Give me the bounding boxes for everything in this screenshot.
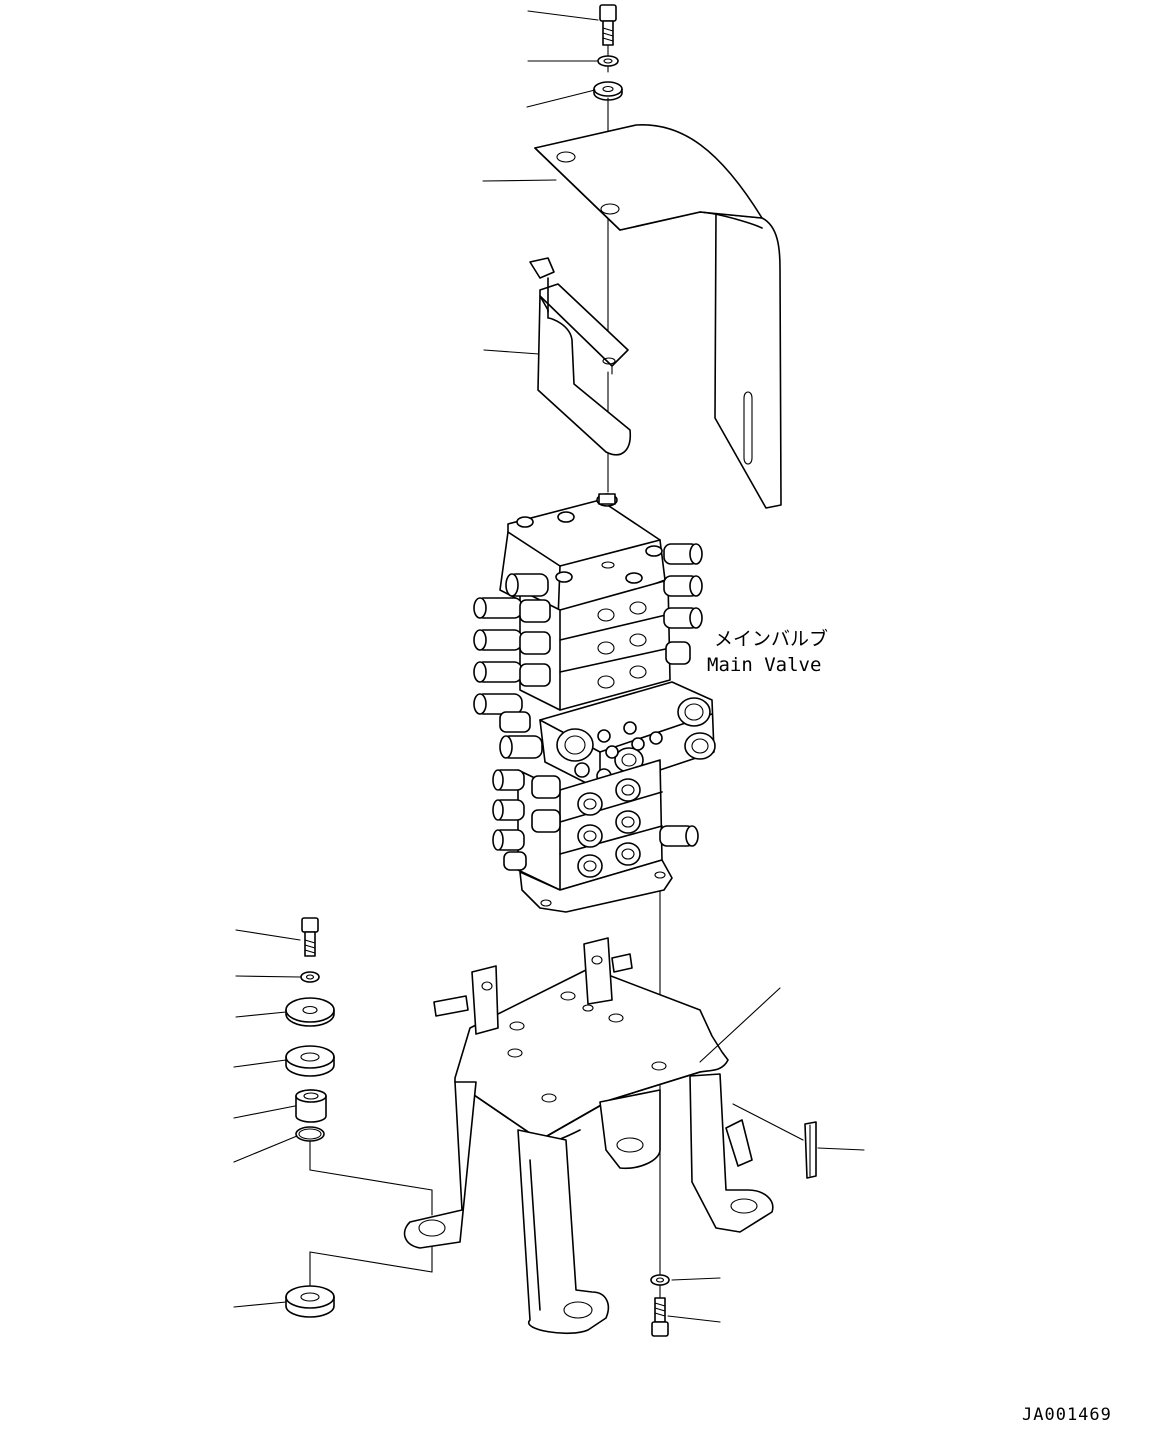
leader-top-bolt [527,10,599,21]
bottom-bolt [651,1297,669,1337]
leader-rubber-cushion-upper [233,1059,287,1068]
main-valve-assembly [473,493,716,913]
leader-mount-bolt-left [235,929,301,941]
leader-bottom-washer [671,1277,721,1281]
main-valve-label-en: Main Valve [707,654,821,676]
mount-pin [804,1121,817,1179]
leader-top-plate-washer [526,89,596,108]
collar-bushing [295,1089,327,1123]
small-washer-left [300,971,320,983]
leader-o-ring [233,1135,298,1163]
main-valve-label-ja: メインバルブ [714,627,828,650]
top-bolt [599,4,617,46]
top-plate-washer [593,81,623,101]
leader-mount-pin-frame [732,1103,804,1141]
leader-rubber-cushion-lower [233,1301,287,1308]
drawing-reference-number: JA001469 [1022,1405,1112,1425]
valve-mount-frame [403,937,774,1335]
mount-bolt-left [301,917,319,957]
stack-connection-lines [309,1140,433,1287]
spool-caps-upper-right [663,543,703,665]
leader-bracket [483,349,540,355]
rubber-cushion-upper [285,1045,335,1077]
main-valve-label: メインバルブ Main Valve [707,627,828,676]
leader-mount-frame [699,987,781,1063]
cover-bracket [529,257,631,456]
spool-caps-upper-left [473,573,551,715]
leader-cover [482,179,557,182]
top-washer [597,55,619,67]
leader-mount-pin [817,1147,865,1151]
large-washer-left [285,997,335,1027]
leader-bottom-bolt [667,1315,721,1323]
leader-collar-bushing [233,1105,296,1119]
valve-cover-guard [534,124,782,509]
bottom-washer [650,1274,670,1286]
o-ring [295,1126,325,1142]
spool-caps-lower-left [492,769,561,871]
rubber-cushion-lower [285,1285,335,1318]
leader-small-washer-left [235,975,301,978]
leader-large-washer-left [235,1011,287,1018]
